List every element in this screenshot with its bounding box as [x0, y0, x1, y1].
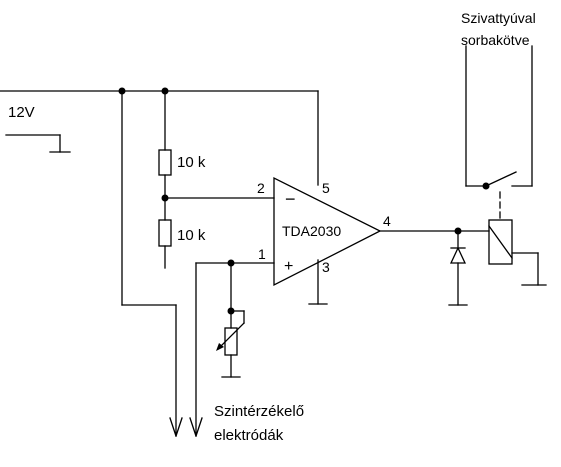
inverting-sign: −	[285, 189, 296, 209]
non-inverting-sign: +	[284, 258, 293, 275]
electrode-arrow-icon	[169, 417, 183, 437]
supply-ground-symbol	[5, 134, 71, 153]
pump-note-line1: Szivattyúval	[461, 10, 536, 26]
electrode-arrow-icon	[189, 417, 203, 437]
opamp-label: TDA2030	[282, 223, 341, 239]
relay-coil	[488, 219, 513, 265]
pin-5-label: 5	[322, 180, 330, 196]
supply-label: 12V	[8, 104, 35, 121]
opamp-triangle	[273, 176, 382, 287]
relay-coil-slash	[488, 225, 513, 259]
pin-3-label: 3	[322, 259, 330, 275]
resistor-top	[158, 149, 172, 176]
pump-note-line2: sorbakötve	[461, 32, 530, 48]
electrodes-label-line2: elektródák	[214, 427, 284, 444]
pin-4-label: 4	[383, 213, 391, 229]
trimmer-arrow-line	[217, 322, 245, 350]
resistor-bottom-label: 10 k	[177, 227, 206, 244]
diode-triangle	[449, 246, 467, 264]
trimmer-arrow-head	[216, 343, 224, 351]
pin-1-label: 1	[258, 246, 266, 262]
resistor-top-label: 10 k	[177, 154, 206, 171]
switch-blade	[485, 171, 517, 187]
pin-2-label: 2	[257, 180, 265, 196]
electrodes-label-line1: Szintérzékelő	[214, 403, 304, 420]
resistor-bottom	[158, 219, 172, 247]
junction-dot	[118, 87, 126, 95]
